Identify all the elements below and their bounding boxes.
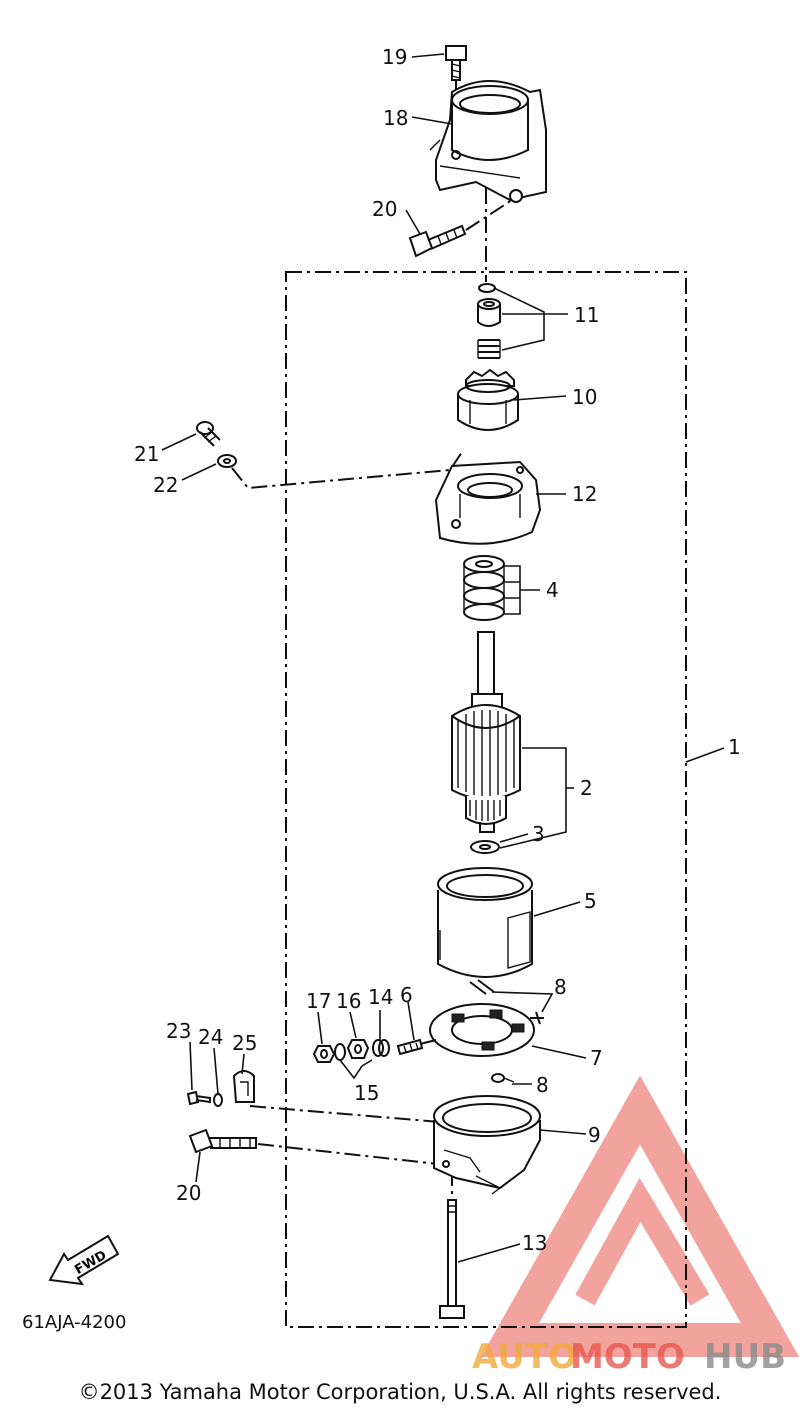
svg-text:AUTO: AUTO	[472, 1337, 577, 1377]
nut-16	[346, 1039, 370, 1059]
diagram-canvas: AUTO MOTO HUB	[22, 45, 800, 1377]
label-17: 17	[306, 989, 331, 1013]
label-7: 7	[590, 1046, 603, 1070]
label-18: 18	[383, 106, 408, 130]
brush-spring-8-bottom	[491, 1073, 515, 1083]
label-6: 6	[400, 983, 413, 1007]
diagram-code: 61AJA-4200	[22, 1312, 126, 1333]
label-24: 24	[198, 1025, 223, 1049]
label-10: 10	[572, 385, 597, 409]
terminal-bolt-6	[396, 1038, 424, 1056]
through-bolt-13	[439, 1199, 465, 1319]
assembly-boundary	[285, 271, 687, 1328]
label-20-bottom: 20	[176, 1181, 201, 1205]
fwd-arrow-icon: FWD	[48, 1234, 120, 1286]
label-19: 19	[382, 45, 407, 69]
brush-holder-7	[411, 1003, 535, 1057]
label-20-top: 20	[372, 197, 397, 221]
label-9: 9	[588, 1123, 601, 1147]
svg-text:MOTO: MOTO	[570, 1337, 685, 1377]
label-8-bottom: 8	[536, 1073, 549, 1097]
washer-15	[334, 1043, 346, 1061]
leader-lines	[161, 53, 725, 1263]
label-25: 25	[232, 1031, 257, 1055]
label-15: 15	[354, 1081, 379, 1105]
label-4: 4	[546, 578, 559, 602]
label-23: 23	[166, 1019, 191, 1043]
label-8-top: 8	[554, 975, 567, 999]
label-21: 21	[134, 442, 159, 466]
label-13: 13	[522, 1231, 547, 1255]
washer-22	[217, 451, 463, 490]
label-2: 2	[580, 776, 593, 800]
yoke-5	[437, 867, 533, 978]
nut-17	[312, 1045, 336, 1063]
long-bolt-20-bottom	[188, 1128, 439, 1165]
stopper-parts-11	[477, 283, 501, 359]
label-12: 12	[572, 482, 597, 506]
washer-3	[470, 840, 500, 854]
part-labels: 19 18 20 11 10 21 22 12 4 1 2 3 5 8 17 1…	[22, 45, 741, 1333]
brush-spring-8-top	[469, 979, 544, 1025]
label-5: 5	[584, 889, 597, 913]
armature-2	[451, 631, 521, 833]
label-14: 14	[368, 985, 393, 1009]
label-3: 3	[532, 822, 545, 846]
top-bracket-18	[429, 80, 547, 203]
svg-text:HUB: HUB	[704, 1337, 786, 1377]
label-1: 1	[728, 735, 741, 759]
pinion-gear-10	[457, 368, 519, 431]
long-bolt-20-top	[408, 199, 513, 258]
washer-24	[213, 1093, 223, 1107]
watermark-logo-icon	[480, 1075, 800, 1357]
washer-14	[372, 1039, 390, 1057]
screw-21	[196, 421, 221, 447]
copyright-footer: ©2013 Yamaha Motor Corporation, U.S.A. A…	[78, 1380, 722, 1404]
clamp-25	[232, 1070, 441, 1123]
front-cover-12	[434, 460, 542, 545]
screw-23	[186, 1090, 211, 1106]
label-11: 11	[574, 303, 599, 327]
label-22: 22	[153, 473, 178, 497]
washer-stack-4	[463, 555, 505, 621]
label-16: 16	[336, 989, 361, 1013]
watermark-text: AUTO MOTO HUB	[472, 1337, 786, 1377]
rear-cover-9	[433, 1095, 541, 1195]
